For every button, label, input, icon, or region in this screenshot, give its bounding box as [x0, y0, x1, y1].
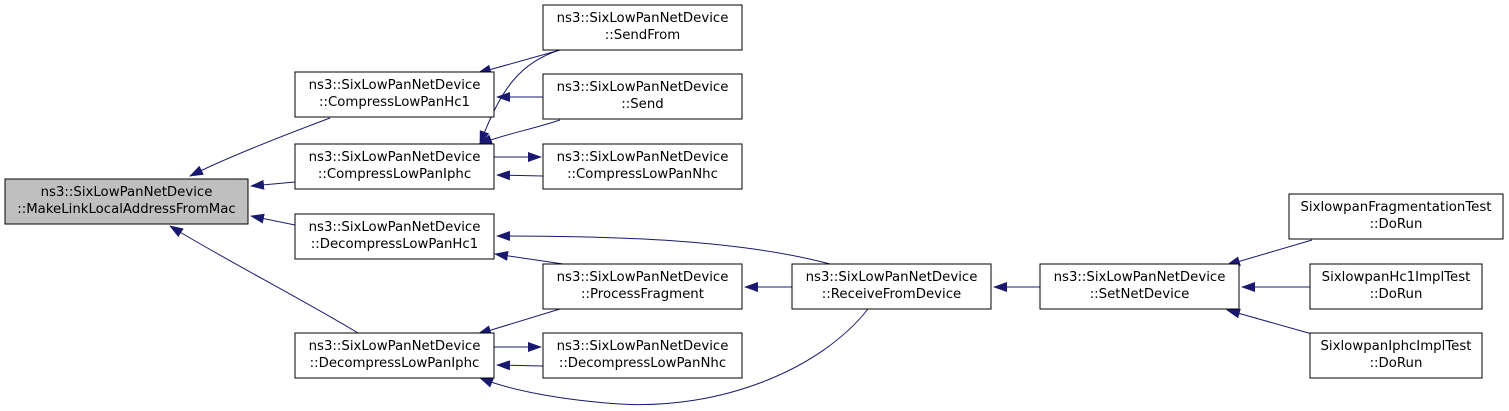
node-compress-nhc[interactable]: ns3::SixLowPanNetDevice::CompressLowPanN…	[542, 143, 743, 190]
node-label-method: ::DecompressLowPanNhc	[559, 356, 726, 371]
node-box	[294, 143, 495, 190]
node-label-class: ns3::SixLowPanNetDevice	[309, 220, 481, 235]
edge-frag_test-to-set_net_device	[1226, 239, 1313, 267]
node-box	[1309, 332, 1483, 379]
edge-line	[1226, 239, 1313, 267]
edge-compress_nhc-to-compress_iphc	[496, 170, 544, 181]
edge-decompress_nhc-to-decompress_iphc	[496, 360, 544, 371]
node-box	[542, 4, 743, 51]
node-decompress-nhc[interactable]: ns3::SixLowPanNetDevice::DecompressLowPa…	[542, 332, 743, 379]
edge-decompress_iphc-to-make_link_local	[169, 225, 359, 334]
node-make-link-local: ns3::SixLowPanNetDevice::MakeLinkLocalAd…	[4, 178, 249, 225]
edge-line	[496, 231, 831, 265]
node-box	[542, 332, 743, 379]
node-box	[294, 332, 495, 379]
node-label-class: ns3::SixLowPanNetDevice	[557, 150, 729, 165]
node-label-class: ns3::SixLowPanNetDevice	[309, 339, 481, 354]
edge-line	[478, 119, 561, 145]
node-box	[542, 263, 743, 310]
node-label-method: ::ProcessFragment	[581, 287, 704, 302]
node-label-class: SixlowpanIphcImplTest	[1320, 339, 1471, 354]
edge-line	[479, 308, 869, 406]
edge-line	[1226, 308, 1313, 335]
node-box	[1288, 193, 1504, 240]
node-label-method: ::MakeLinkLocalAddressFromMac	[17, 202, 236, 217]
node-label-class: ns3::SixLowPanNetDevice	[557, 270, 729, 285]
node-label-method: ::ReceiveFromDevice	[822, 287, 961, 302]
node-label-method: ::SendFrom	[605, 28, 680, 43]
node-label-method: ::DoRun	[1370, 217, 1423, 232]
node-label-method: ::DoRun	[1370, 356, 1423, 371]
node-label-method: ::DecompressLowPanHc1	[311, 237, 478, 252]
node-set-net-device[interactable]: ns3::SixLowPanNetDevice::SetNetDevice	[1039, 263, 1240, 310]
edge-line	[494, 250, 571, 266]
node-compress-hc1[interactable]: ns3::SixLowPanNetDevice::CompressLowPanH…	[294, 71, 495, 118]
node-box	[542, 73, 743, 120]
edge-line	[250, 213, 296, 226]
node-label-method: ::DoRun	[1370, 287, 1423, 302]
edge-line	[250, 179, 296, 190]
node-hc1-test[interactable]: SixlowpanHc1ImplTest::DoRun	[1309, 263, 1483, 310]
edge-line	[479, 49, 561, 145]
node-label-class: ns3::SixLowPanNetDevice	[309, 78, 481, 93]
node-label-class: SixlowpanHc1ImplTest	[1322, 270, 1471, 285]
node-box	[1039, 263, 1240, 310]
edge-line	[169, 225, 359, 334]
node-label-class: ns3::SixLowPanNetDevice	[309, 150, 481, 165]
node-label-class: ns3::SixLowPanNetDevice	[41, 185, 213, 200]
node-label-class: SixlowpanFragmentationTest	[1300, 200, 1491, 215]
node-send[interactable]: ns3::SixLowPanNetDevice::Send	[542, 73, 743, 120]
node-send-from[interactable]: ns3::SixLowPanNetDevice::SendFrom	[542, 4, 743, 51]
node-iphc-test[interactable]: SixlowpanIphcImplTest::DoRun	[1309, 332, 1483, 379]
edge-send_from-to-compress_iphc	[479, 49, 561, 145]
edge-receive_from_device-to-decompress_hc1	[496, 231, 831, 265]
node-label-method: ::SetNetDevice	[1090, 287, 1190, 302]
node-label-class: ns3::SixLowPanNetDevice	[1054, 270, 1226, 285]
node-label-method: ::CompressLowPanNhc	[567, 167, 718, 182]
node-label-method: ::CompressLowPanHc1	[319, 95, 470, 110]
node-compress-iphc[interactable]: ns3::SixLowPanNetDevice::CompressLowPanI…	[294, 143, 495, 190]
node-box	[791, 263, 992, 310]
edge-compress_iphc-to-make_link_local	[250, 179, 296, 190]
node-box	[1309, 263, 1483, 310]
node-decompress-iphc[interactable]: ns3::SixLowPanNetDevice::DecompressLowPa…	[294, 332, 495, 379]
node-receive-from-device[interactable]: ns3::SixLowPanNetDevice::ReceiveFromDevi…	[791, 263, 992, 310]
node-label-class: ns3::SixLowPanNetDevice	[557, 11, 729, 26]
node-box	[542, 143, 743, 190]
edge-line	[477, 308, 561, 335]
edge-line	[189, 117, 331, 177]
node-decompress-hc1[interactable]: ns3::SixLowPanNetDevice::DecompressLowPa…	[294, 213, 495, 260]
node-process-fragment[interactable]: ns3::SixLowPanNetDevice::ProcessFragment	[542, 263, 743, 310]
edge-process_fragment-to-decompress_hc1	[494, 250, 571, 266]
node-box	[294, 71, 495, 118]
node-label-method: ::Send	[621, 97, 663, 112]
node-box	[294, 213, 495, 260]
edge-decompress_hc1-to-make_link_local	[250, 213, 296, 226]
node-label-method: ::CompressLowPanIphc	[318, 167, 471, 182]
node-label-class: ns3::SixLowPanNetDevice	[557, 80, 729, 95]
node-label-class: ns3::SixLowPanNetDevice	[806, 270, 978, 285]
edge-line	[496, 170, 544, 181]
edge-send_from-to-compress_hc1	[477, 49, 561, 75]
edge-line	[477, 49, 561, 75]
node-label-method: ::DecompressLowPanIphc	[310, 356, 480, 371]
node-label-class: ns3::SixLowPanNetDevice	[557, 339, 729, 354]
edge-line	[496, 360, 544, 371]
edge-compress_hc1-to-make_link_local	[189, 117, 331, 177]
edge-process_fragment-to-decompress_iphc	[477, 308, 561, 335]
edge-iphc_test-to-set_net_device	[1226, 308, 1313, 335]
node-box	[4, 178, 249, 225]
node-frag-test[interactable]: SixlowpanFragmentationTest::DoRun	[1288, 193, 1504, 240]
edge-send-to-compress_iphc	[478, 119, 561, 145]
edge-receive_from_device-to-decompress_iphc	[479, 308, 869, 406]
